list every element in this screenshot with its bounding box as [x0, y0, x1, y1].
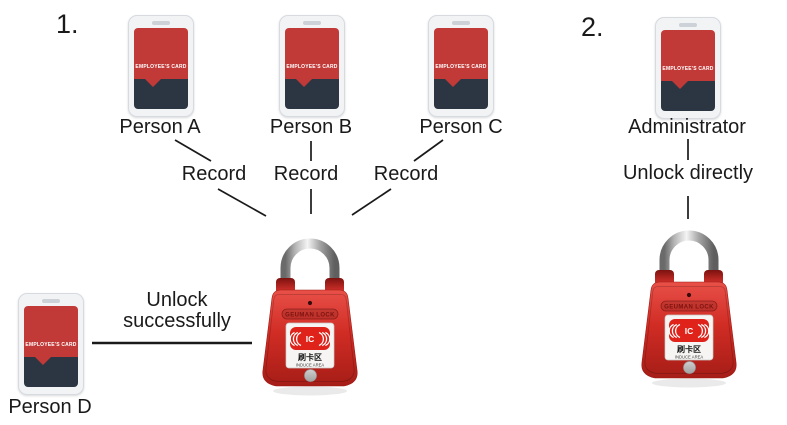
- ic-label: IC: [306, 334, 315, 344]
- card-navy-area: [285, 79, 339, 109]
- card-chevron-icon: [444, 79, 461, 88]
- lock-shadow: [652, 378, 726, 388]
- label-unlock-line1: Unlock: [146, 289, 208, 311]
- induce-area-label-en: INDUCE AREA: [675, 355, 704, 360]
- employee-card-administrator: EMPLOYEE'S CARD: [655, 17, 721, 119]
- lock-button: [304, 369, 317, 382]
- line-record-c-lock: [351, 188, 392, 216]
- employee-card-person-a: EMPLOYEE'S CARD: [128, 15, 194, 117]
- line-record-a-lock: [217, 188, 267, 217]
- lock-shackle-icon: [280, 238, 340, 286]
- label-unlock-directly: Unlock directly: [622, 162, 754, 184]
- card-title: EMPLOYEE'S CARD: [435, 64, 487, 71]
- card-face: EMPLOYEE'S CARD: [661, 30, 715, 111]
- badge-slot-icon: [303, 21, 321, 25]
- card-chevron-icon: [671, 81, 688, 90]
- line-person-a-record: [174, 139, 212, 162]
- badge-slot-icon: [679, 23, 697, 27]
- label-unlock-line2: successfully: [123, 310, 231, 332]
- section-2-number: 2.: [581, 12, 604, 42]
- lock-led-dot: [686, 292, 692, 298]
- padlock-2: GEUMAN LOCK IC 刷卡区 INDUCE AREA: [641, 230, 737, 388]
- card-red-area: EMPLOYEE'S CARD: [434, 28, 488, 80]
- induce-area-label-en: INDUCE AREA: [296, 363, 325, 368]
- lock-shackle-icon: [659, 230, 719, 278]
- card-face: EMPLOYEE'S CARD: [434, 28, 488, 109]
- ic-label: IC: [685, 326, 694, 336]
- brand-plate: [660, 300, 718, 312]
- badge-slot-icon: [152, 21, 170, 25]
- badge-slot-icon: [452, 21, 470, 25]
- brand-plate: [281, 308, 339, 320]
- label-unlock-successfully: Unlock successfully: [123, 290, 231, 332]
- line-person-c-record: [413, 139, 444, 162]
- card-title: EMPLOYEE'S CARD: [25, 342, 77, 349]
- card-navy-area: [24, 357, 78, 387]
- card-face: EMPLOYEE'S CARD: [285, 28, 339, 109]
- lock-led-dot: [307, 300, 313, 306]
- card-title: EMPLOYEE'S CARD: [286, 64, 338, 71]
- label-administrator: Administrator: [628, 116, 746, 138]
- label-person-d: Person D: [8, 396, 92, 418]
- card-face: EMPLOYEE'S CARD: [134, 28, 188, 109]
- induce-area-label-cn: 刷卡区: [676, 344, 701, 354]
- card-navy-area: [661, 81, 715, 111]
- brand-label: GEUMAN LOCK: [664, 304, 714, 310]
- card-chevron-icon: [34, 357, 51, 366]
- padlock-1: GEUMAN LOCK IC 刷卡区 INDUCE AREA: [262, 238, 358, 396]
- card-red-area: EMPLOYEE'S CARD: [24, 306, 78, 358]
- card-navy-area: [434, 79, 488, 109]
- lock-face-seam: [265, 294, 355, 382]
- label-record-a: Record: [181, 163, 247, 185]
- label-person-a: Person A: [119, 116, 201, 138]
- card-red-area: EMPLOYEE'S CARD: [661, 30, 715, 82]
- card-red-area: EMPLOYEE'S CARD: [134, 28, 188, 80]
- card-chevron-icon: [144, 79, 161, 88]
- card-title: EMPLOYEE'S CARD: [135, 64, 187, 71]
- card-red-area: EMPLOYEE'S CARD: [285, 28, 339, 80]
- ic-wave-arcs: [668, 323, 710, 339]
- ic-wave-arcs: [289, 331, 331, 347]
- badge-slot-icon: [42, 299, 60, 303]
- label-person-b: Person B: [269, 116, 353, 138]
- induce-area-label-cn: 刷卡区: [297, 352, 322, 362]
- employee-card-person-c: EMPLOYEE'S CARD: [428, 15, 494, 117]
- section-1-number: 1.: [56, 9, 79, 39]
- card-title: EMPLOYEE'S CARD: [662, 66, 714, 73]
- label-record-b: Record: [273, 163, 339, 185]
- employee-card-person-d: EMPLOYEE'S CARD: [18, 293, 84, 395]
- employee-card-person-b: EMPLOYEE'S CARD: [279, 15, 345, 117]
- lock-shadow: [273, 386, 347, 396]
- lock-face-seam: [644, 286, 734, 374]
- label-record-c: Record: [373, 163, 439, 185]
- lock-button: [683, 361, 696, 374]
- card-face: EMPLOYEE'S CARD: [24, 306, 78, 387]
- label-person-c: Person C: [419, 116, 503, 138]
- card-navy-area: [134, 79, 188, 109]
- brand-label: GEUMAN LOCK: [285, 312, 335, 318]
- card-chevron-icon: [295, 79, 312, 88]
